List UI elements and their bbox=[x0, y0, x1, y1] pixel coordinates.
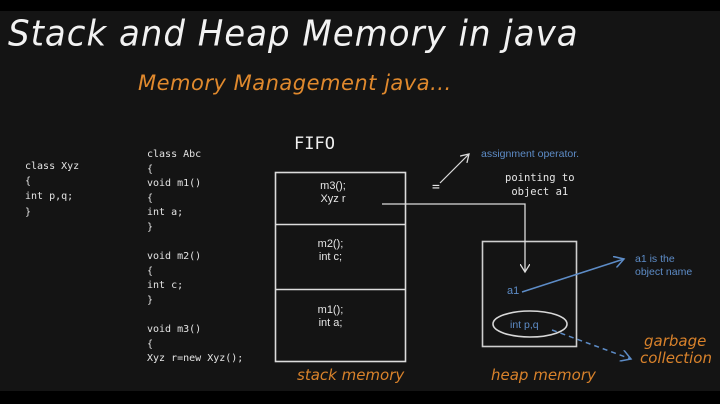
stack-frame-m3: m3(); Xyz r bbox=[275, 180, 391, 206]
heap-reference-a1: a1 bbox=[507, 285, 520, 297]
note-line: object a1 bbox=[511, 186, 569, 198]
object-name-note: a1 is the object name bbox=[635, 253, 692, 279]
code-line: class Xyz bbox=[25, 161, 80, 172]
reference-arrow bbox=[382, 203, 525, 272]
heap-box bbox=[481, 240, 578, 348]
main-title: Stack and Heap Memory in java bbox=[8, 13, 579, 55]
code-line: } bbox=[25, 206, 32, 218]
code-line: int a; bbox=[147, 207, 184, 219]
subtitle: Memory Management java... bbox=[138, 71, 452, 95]
code-line: void m2() bbox=[147, 251, 202, 263]
code-line: int p,q; bbox=[25, 191, 74, 203]
code-line: class Abc bbox=[147, 149, 202, 160]
note-line: object name bbox=[635, 266, 693, 278]
code-class-abc: class Abc { void m1() { int a; } void m2… bbox=[147, 148, 243, 367]
assignment-arrow bbox=[439, 154, 469, 184]
frame-line: Xyz r bbox=[320, 193, 346, 205]
frame-line: m1(); bbox=[317, 304, 344, 316]
garbage-collection-arrow bbox=[551, 329, 631, 359]
object-name-arrow bbox=[521, 259, 624, 293]
code-line: { bbox=[147, 338, 154, 350]
frame-line: int c; bbox=[318, 251, 343, 263]
frame-line: m2(); bbox=[317, 238, 344, 250]
frame-line: m3(); bbox=[320, 180, 346, 192]
code-line: int c; bbox=[147, 280, 184, 292]
garbage-collection-note: garbage collection bbox=[640, 333, 712, 367]
code-line: } bbox=[147, 221, 154, 233]
code-line: Xyz r=new Xyz(); bbox=[147, 353, 244, 365]
equals-sign: = bbox=[432, 180, 440, 195]
note-line: pointing to bbox=[505, 172, 575, 184]
note-line: a1 is the bbox=[635, 253, 675, 265]
code-line: void m1() bbox=[147, 178, 202, 190]
fifo-label: FIFO bbox=[294, 134, 335, 154]
code-line: { bbox=[147, 163, 154, 175]
stack-box bbox=[274, 171, 407, 363]
stack-frame-m2: m2(); int c; bbox=[275, 238, 386, 264]
code-line: { bbox=[147, 192, 154, 204]
assignment-operator-note: assignment operator. bbox=[481, 148, 580, 160]
heap-object-fields: int p,q bbox=[510, 319, 539, 331]
note-line: collection bbox=[640, 349, 712, 367]
pointing-note: pointing to object a1 bbox=[505, 171, 575, 199]
code-line: { bbox=[147, 265, 154, 277]
object-ellipse bbox=[492, 310, 568, 338]
stack-memory-label: stack memory bbox=[297, 366, 405, 384]
code-class-xyz: class Xyz { int p,q; } bbox=[25, 159, 79, 220]
code-line: void m3() bbox=[147, 324, 202, 336]
note-line: garbage bbox=[644, 332, 707, 350]
diagram-canvas bbox=[0, 11, 720, 391]
code-line: { bbox=[25, 176, 32, 188]
code-line: } bbox=[147, 294, 154, 306]
stack-frame-m1: m1(); int a; bbox=[275, 304, 386, 330]
frame-line: int a; bbox=[318, 317, 343, 329]
heap-memory-label: heap memory bbox=[491, 366, 596, 384]
